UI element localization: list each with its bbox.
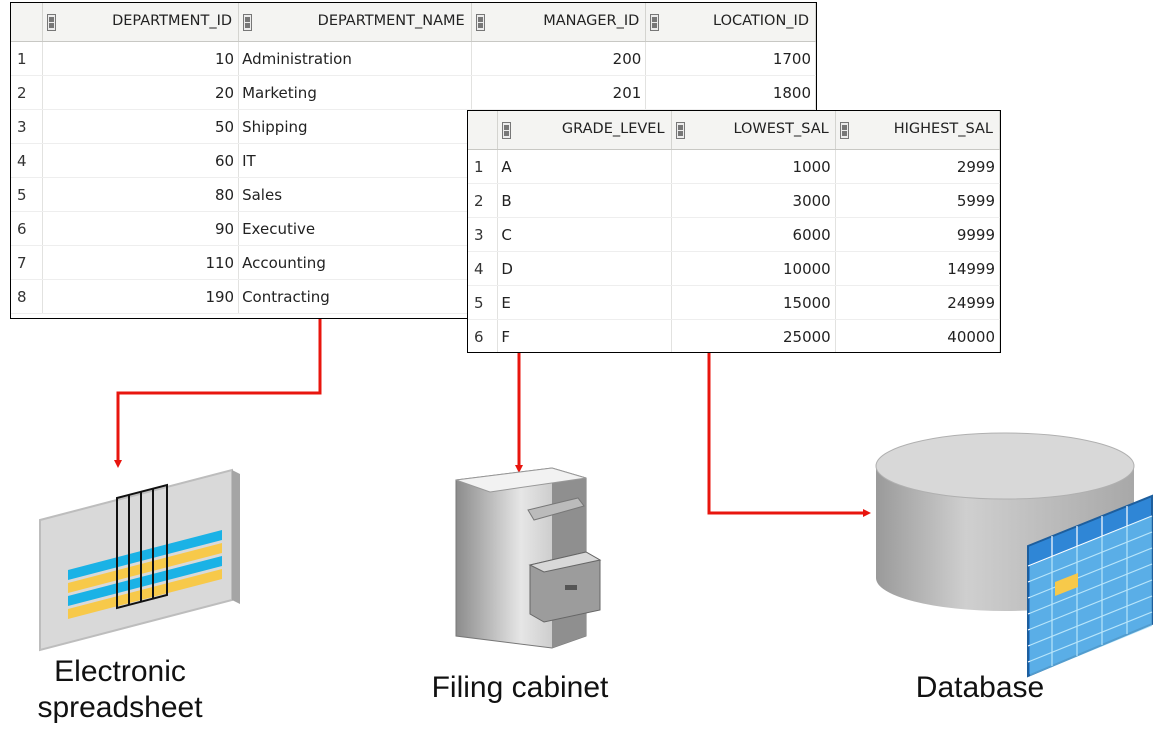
row-number: 7 xyxy=(11,245,44,280)
database-label: Database xyxy=(915,671,1045,704)
filing-cabinet-label: Filing cabinet xyxy=(431,671,609,704)
row-number-header xyxy=(468,111,499,150)
row-number: 2 xyxy=(468,183,499,218)
department-id-cell[interactable]: 190 xyxy=(42,279,240,314)
row-number-header xyxy=(11,3,44,42)
grade-level-cell[interactable]: E xyxy=(497,285,672,320)
highest-sal-cell[interactable]: 24999 xyxy=(835,285,1000,320)
departments-header-row: DEPARTMENT_ID DEPARTMENT_NAME MANAGER_ID… xyxy=(11,3,816,42)
row-number: 3 xyxy=(468,217,499,252)
highest-sal-cell[interactable]: 2999 xyxy=(835,149,1000,184)
row-number: 8 xyxy=(11,279,44,314)
department-id-cell[interactable]: 60 xyxy=(42,143,240,178)
department-name-cell[interactable]: IT xyxy=(238,143,472,178)
column-header-department-name[interactable]: DEPARTMENT_NAME xyxy=(238,3,472,42)
highest-sal-cell[interactable]: 40000 xyxy=(835,319,1000,352)
lowest-sal-cell[interactable]: 25000 xyxy=(671,319,836,352)
lowest-sal-cell[interactable]: 15000 xyxy=(671,285,836,320)
column-header-department-id[interactable]: DEPARTMENT_ID xyxy=(42,3,240,42)
grade-level-cell[interactable]: B xyxy=(497,183,672,218)
spreadsheet-label: Electronic spreadsheet xyxy=(20,654,220,726)
row-number: 6 xyxy=(468,319,499,352)
table-row[interactable]: 2 20 Marketing 201 1800 xyxy=(11,75,816,110)
table-row[interactable]: 5 E 15000 24999 xyxy=(468,285,1000,320)
highest-sal-cell[interactable]: 14999 xyxy=(835,251,1000,286)
row-number: 5 xyxy=(468,285,499,320)
department-name-cell[interactable]: Sales xyxy=(238,177,472,212)
grade-level-cell[interactable]: A xyxy=(497,149,672,184)
manager-id-cell[interactable]: 201 xyxy=(471,75,647,110)
table-row[interactable]: 6 F 25000 40000 xyxy=(468,319,1000,352)
lowest-sal-cell[interactable]: 6000 xyxy=(671,217,836,252)
row-number: 3 xyxy=(11,109,44,144)
sort-icon[interactable] xyxy=(675,122,685,139)
column-header-grade-level[interactable]: GRADE_LEVEL xyxy=(497,111,672,150)
department-id-cell[interactable]: 80 xyxy=(42,177,240,212)
lowest-sal-cell[interactable]: 1000 xyxy=(671,149,836,184)
department-id-cell[interactable]: 110 xyxy=(42,245,240,280)
table-row[interactable]: 3 C 6000 9999 xyxy=(468,217,1000,252)
department-name-cell[interactable]: Contracting xyxy=(238,279,472,314)
sort-icon[interactable] xyxy=(47,14,57,31)
grade-level-cell[interactable]: C xyxy=(497,217,672,252)
row-number: 4 xyxy=(468,251,499,286)
filing-cabinet-icon xyxy=(455,467,602,649)
spreadsheet-icon xyxy=(39,468,240,652)
highest-sal-cell[interactable]: 9999 xyxy=(835,217,1000,252)
column-header-highest-sal[interactable]: HIGHEST_SAL xyxy=(835,111,1000,150)
sort-icon[interactable] xyxy=(650,14,660,31)
department-id-cell[interactable]: 50 xyxy=(42,109,240,144)
row-number: 1 xyxy=(468,149,499,184)
location-id-cell[interactable]: 1700 xyxy=(645,41,816,76)
spreadsheet-label-line2: spreadsheet xyxy=(37,691,203,724)
sort-icon[interactable] xyxy=(243,14,253,31)
arrow-to-spreadsheet xyxy=(114,318,322,468)
row-number: 5 xyxy=(11,177,44,212)
database-icon xyxy=(875,432,1153,678)
highest-sal-cell[interactable]: 5999 xyxy=(835,183,1000,218)
lowest-sal-cell[interactable]: 10000 xyxy=(671,251,836,286)
location-id-cell[interactable]: 1800 xyxy=(645,75,816,110)
row-number: 1 xyxy=(11,41,44,76)
row-number: 2 xyxy=(11,75,44,110)
row-number: 4 xyxy=(11,143,44,178)
grades-header-row: GRADE_LEVEL LOWEST_SAL HIGHEST_SAL xyxy=(468,111,1000,150)
department-id-cell[interactable]: 10 xyxy=(42,41,240,76)
job-grades-table: GRADE_LEVEL LOWEST_SAL HIGHEST_SAL 1 A 1… xyxy=(467,110,1001,353)
table-row[interactable]: 1 10 Administration 200 1700 xyxy=(11,41,816,76)
table-row[interactable]: 2 B 3000 5999 xyxy=(468,183,1000,218)
row-number: 6 xyxy=(11,211,44,246)
column-header-manager-id[interactable]: MANAGER_ID xyxy=(471,3,647,42)
department-name-cell[interactable]: Marketing xyxy=(238,75,472,110)
lowest-sal-cell[interactable]: 3000 xyxy=(671,183,836,218)
sort-icon[interactable] xyxy=(502,122,512,139)
spreadsheet-label-line1: Electronic xyxy=(54,655,186,688)
table-row[interactable]: 1 A 1000 2999 xyxy=(468,149,1000,184)
department-name-cell[interactable]: Administration xyxy=(238,41,472,76)
table-row[interactable]: 4 D 10000 14999 xyxy=(468,251,1000,286)
sort-icon[interactable] xyxy=(839,122,849,139)
column-header-lowest-sal[interactable]: LOWEST_SAL xyxy=(671,111,836,150)
department-id-cell[interactable]: 90 xyxy=(42,211,240,246)
arrow-to-database xyxy=(707,352,871,517)
department-name-cell[interactable]: Executive xyxy=(238,211,472,246)
column-header-location-id[interactable]: LOCATION_ID xyxy=(645,3,816,42)
grade-level-cell[interactable]: F xyxy=(497,319,672,352)
sort-icon[interactable] xyxy=(475,14,485,31)
department-name-cell[interactable]: Shipping xyxy=(238,109,472,144)
department-name-cell[interactable]: Accounting xyxy=(238,245,472,280)
grade-level-cell[interactable]: D xyxy=(497,251,672,286)
manager-id-cell[interactable]: 200 xyxy=(471,41,647,76)
department-id-cell[interactable]: 20 xyxy=(42,75,240,110)
